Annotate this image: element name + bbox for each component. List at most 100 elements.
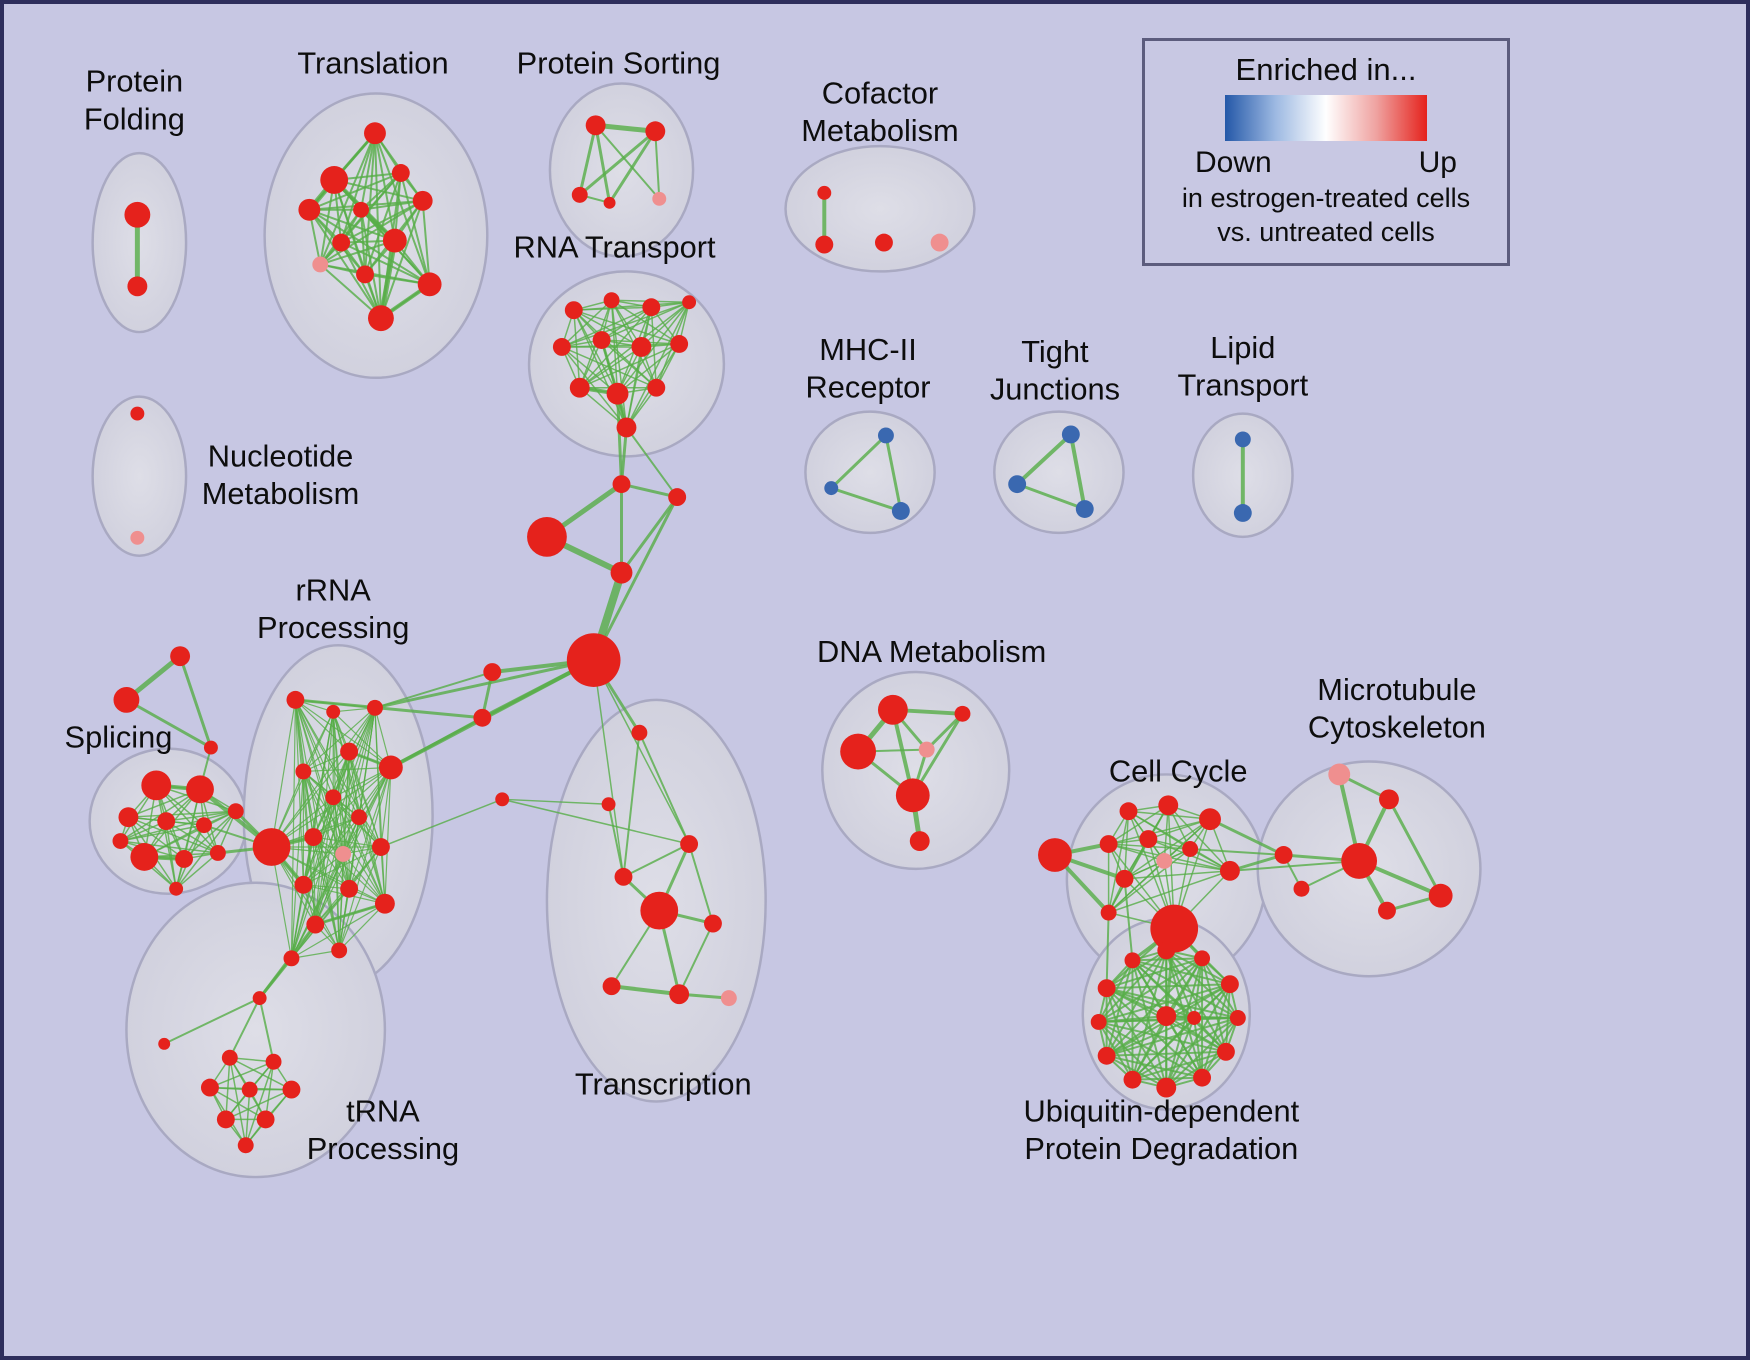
node-cm3 [875, 233, 893, 252]
node-rr8 [325, 789, 342, 806]
node-mc5 [1428, 883, 1453, 908]
node-tn1 [252, 991, 267, 1006]
node-rr16 [306, 915, 325, 934]
edge-mh2-mh3 [829, 486, 903, 513]
edge-cc7-cc11 [1107, 860, 1166, 914]
node-ub7 [1156, 1077, 1177, 1098]
node-cc7 [1156, 852, 1173, 869]
edge-sp6-sp7 [143, 810, 237, 858]
node-cn5 [483, 663, 502, 681]
edge-tr3-tr11 [399, 172, 431, 286]
edge-tr2-tr9 [319, 178, 336, 266]
node-tr8 [382, 228, 407, 253]
cluster-region-nucleotide-metabolism [91, 395, 188, 557]
node-rt9 [569, 377, 590, 398]
edge-rr11-rr17 [338, 853, 344, 951]
edge-ub9-ub13 [1105, 1015, 1168, 1057]
node-rt5 [552, 338, 571, 356]
node-mc7 [1293, 880, 1310, 897]
edge-tc1-tc3 [638, 731, 691, 846]
edge-ub9-ub12 [1105, 959, 1134, 1057]
legend-gradient-bar [1225, 95, 1427, 141]
edge-rr6-rr14 [302, 770, 350, 890]
legend-box: Enriched in... Down Up in estrogen-treat… [1142, 38, 1510, 266]
node-mc3 [1274, 846, 1293, 864]
node-tn0 [158, 1037, 171, 1050]
edge-cn6-rr5 [389, 716, 484, 769]
node-rt12 [616, 417, 637, 438]
edge-cc3-cc8 [1123, 818, 1211, 880]
edge-rt8-rt10 [616, 343, 680, 395]
edge-rt3-rt5 [561, 306, 653, 348]
edge-mh1-mh2 [829, 433, 888, 490]
node-sp2 [186, 775, 214, 804]
node-sp10 [169, 881, 184, 896]
edge-rr15-rr18 [290, 903, 386, 959]
edge-cc7-cc9 [1163, 860, 1231, 872]
edge-rr6-rr18 [290, 770, 304, 959]
edge-ps1-ps3 [578, 123, 598, 197]
edge-cn5-rr3 [373, 671, 494, 709]
edge-rr5-rr17 [338, 766, 392, 951]
edge-rr12-rr17 [338, 846, 382, 951]
edge-tr4-tr12 [308, 208, 382, 320]
edge-cn7-tc2 [501, 798, 610, 806]
node-tc8 [669, 984, 690, 1005]
node-tr12 [368, 305, 394, 332]
cluster-label-translation: Translation [297, 46, 448, 81]
edge-cc8-cc9 [1123, 870, 1231, 880]
node-ub5 [1216, 1042, 1235, 1061]
node-tc3 [680, 835, 699, 853]
edge-rr15-rr17 [338, 903, 386, 951]
node-sp11 [112, 833, 129, 849]
edge-tc7-tc8 [609, 984, 682, 997]
node-ub1 [1157, 941, 1176, 960]
edge-tr7-tr11 [340, 241, 431, 286]
node-rt11 [647, 378, 666, 397]
edge-ub5-ub10 [1097, 1020, 1227, 1053]
node-ps5 [652, 191, 667, 206]
edge-tr3-tr4 [308, 172, 402, 211]
edge-rr4-rr9 [348, 750, 360, 818]
edge-ps2-ps4 [608, 129, 657, 205]
edge-ub1-ub3 [1165, 949, 1231, 986]
edge-rr7-rr15 [270, 846, 386, 905]
node-ub4 [1229, 1010, 1246, 1026]
edge-rr7-rr17 [270, 846, 340, 951]
edge-cc3-mc3 [1208, 817, 1286, 857]
edge-tn6-tn7 [225, 1088, 293, 1121]
node-rr5 [378, 755, 403, 780]
edge-ub6-ub14 [1193, 1017, 1204, 1079]
edge-sp1-sp10 [155, 784, 177, 890]
edge-sg1-sg3 [178, 654, 213, 750]
edge-rr12-rr13 [302, 846, 382, 886]
node-cc5 [1139, 830, 1158, 849]
edge-hub-tc3 [592, 659, 690, 845]
node-tr5 [353, 201, 369, 218]
edge-sp1-sp9 [155, 784, 219, 854]
node-dm6 [909, 831, 930, 851]
edge-rt8-rt9 [579, 343, 680, 389]
legend-down-label: Down [1195, 146, 1272, 179]
edge-rr1-rr5 [294, 699, 392, 769]
edge-rt1-rt9 [573, 309, 581, 389]
node-tr11 [417, 272, 442, 297]
node-tr10 [356, 265, 374, 284]
edge-tr6-tr7 [340, 199, 424, 244]
node-tj2 [1008, 475, 1027, 494]
node-sp7 [130, 843, 159, 871]
node-sp5 [196, 817, 212, 834]
edge-ub6-ub11 [1105, 987, 1204, 1079]
legend-scale-labels: Down Up [1195, 145, 1457, 181]
node-tc9 [720, 990, 737, 1007]
edge-ub12-ub14 [1131, 959, 1196, 1019]
edge-rt5-rt8 [561, 343, 680, 348]
edge-rr3-rr6 [302, 707, 376, 773]
edge-tn1-tn2 [228, 997, 261, 1059]
edge-rr12-cn7 [380, 798, 503, 848]
node-ub13 [1156, 1006, 1177, 1026]
